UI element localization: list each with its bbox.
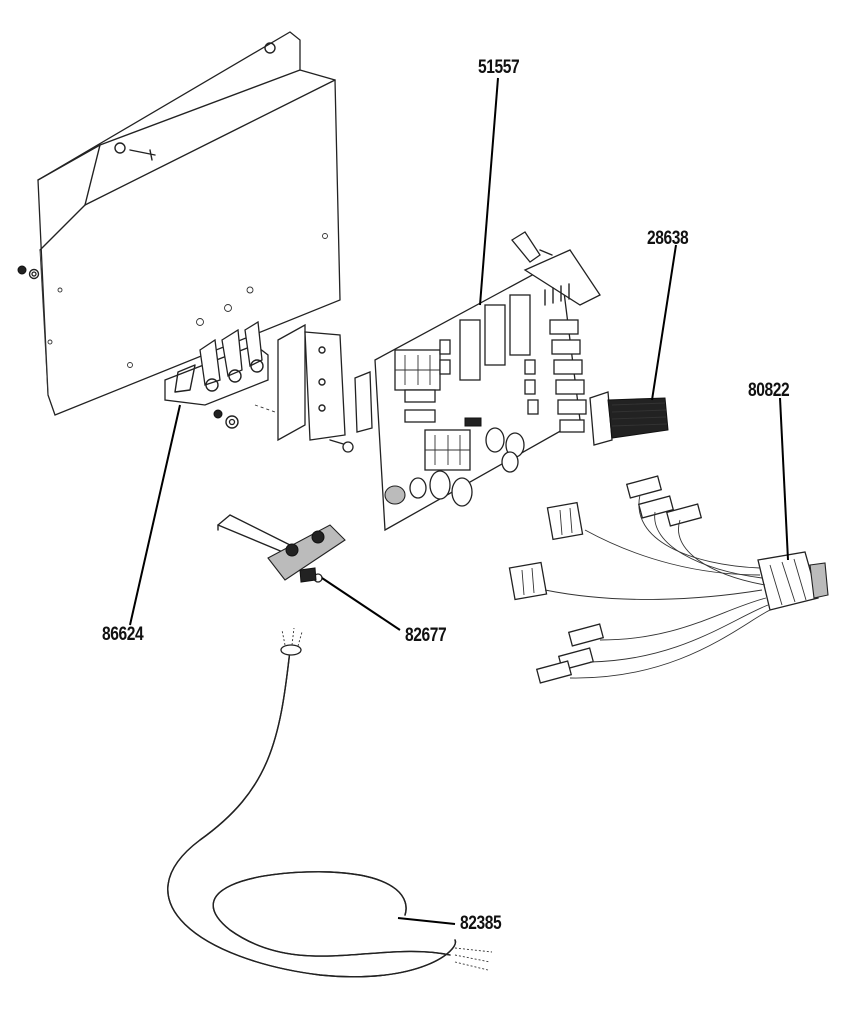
grommet-bracket xyxy=(217,514,346,583)
callout-leaders xyxy=(129,77,789,925)
leader-82677 xyxy=(321,577,401,631)
callout-86624: 86624 xyxy=(102,624,144,645)
ribbon-cable xyxy=(589,391,669,446)
terminal-hardware xyxy=(213,404,276,429)
leader-82385 xyxy=(397,917,456,925)
terminal-block xyxy=(164,320,269,406)
left-washers xyxy=(17,265,40,280)
mounting-panel xyxy=(37,31,341,416)
callout-82385: 82385 xyxy=(460,913,502,934)
insulator-plate xyxy=(277,323,406,453)
pcb-regulators xyxy=(549,319,587,433)
leader-51557 xyxy=(479,77,499,306)
leader-80822 xyxy=(779,397,789,561)
wire-harness xyxy=(508,475,829,684)
callout-28638: 28638 xyxy=(647,228,689,249)
leader-28638 xyxy=(651,244,677,401)
callout-80822: 80822 xyxy=(748,380,790,401)
callout-82677: 82677 xyxy=(405,625,447,646)
callout-51557: 51557 xyxy=(478,57,520,78)
pcb-assembly xyxy=(374,231,601,532)
leader-86624 xyxy=(129,404,181,626)
power-cord xyxy=(167,627,493,978)
